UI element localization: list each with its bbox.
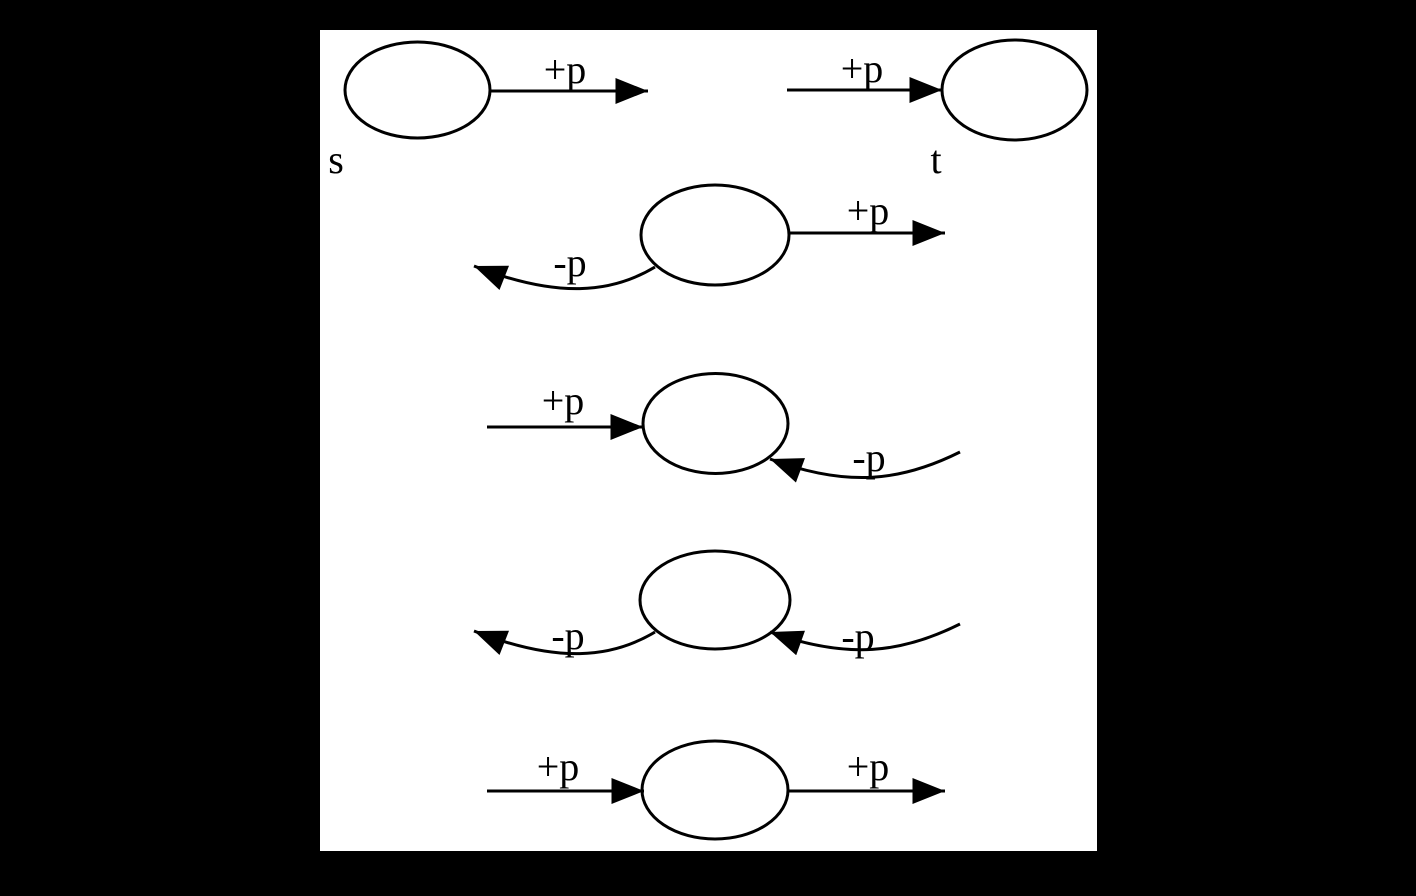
node-s-label: s bbox=[328, 137, 344, 182]
node-t-ellipse bbox=[940, 38, 1089, 142]
node-s-ellipse bbox=[343, 40, 492, 140]
node-row3-ellipse bbox=[641, 372, 790, 475]
node-t-label: t bbox=[930, 137, 941, 182]
node-row4-ellipse bbox=[638, 549, 792, 651]
edge-r3-right-curve-arrow bbox=[769, 450, 961, 483]
edge-r4-right-label: -p bbox=[841, 614, 874, 659]
edge-r2-left-curve-arrow bbox=[473, 264, 656, 291]
edge-r2-right-label: +p bbox=[847, 188, 890, 233]
edge-r3-left-label: +p bbox=[542, 378, 585, 423]
node-row5-ellipse bbox=[640, 739, 790, 841]
edge-r4-right-curve-arrow bbox=[769, 622, 961, 656]
edge-r5-left-label: +p bbox=[537, 744, 580, 789]
edge-r1-right-label: +p bbox=[841, 46, 884, 91]
edge-r3-right-label: -p bbox=[852, 435, 885, 480]
edge-r4-left-label: -p bbox=[551, 613, 584, 658]
node-row2-ellipse bbox=[639, 183, 791, 287]
edge-r4-left-curve-arrow bbox=[473, 629, 656, 656]
edge-r2-left-label: -p bbox=[553, 240, 586, 285]
edge-r1-left-label: +p bbox=[544, 47, 587, 92]
edge-r5-right-label: +p bbox=[847, 744, 890, 789]
